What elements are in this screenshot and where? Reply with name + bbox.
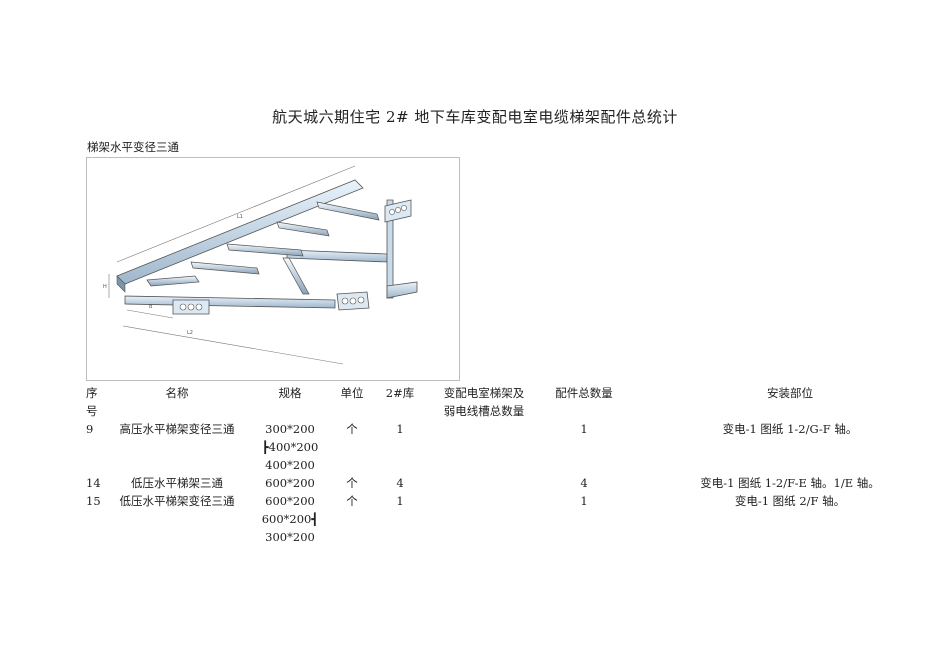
header-spec: 规格 bbox=[278, 386, 302, 400]
dim-label-b: B bbox=[149, 304, 153, 310]
cell-sub bbox=[430, 492, 538, 546]
accessories-table: 序号 名称 规格 单位 2#库 变配电室梯架及弱电线槽总数量 配件总数量 安装部… bbox=[82, 384, 950, 546]
end-plate-right bbox=[336, 291, 370, 311]
dim-label-h: H bbox=[103, 284, 107, 290]
cell-lib: 1 bbox=[396, 494, 404, 508]
dim-label-l1: L1 bbox=[237, 214, 243, 220]
cell-total: 4 bbox=[580, 476, 588, 490]
cell-no: 15 bbox=[86, 494, 101, 508]
header-sub: 变配电室梯架及弱电线槽总数量 bbox=[443, 386, 525, 418]
cell-location: 变电-1 图纸 1-2/F-E 轴。1/E 轴。 bbox=[700, 476, 880, 490]
section-title: 梯架水平变径三通 bbox=[87, 140, 179, 154]
cell-name: 高压水平梯架变径三通 bbox=[119, 422, 235, 436]
header-unit: 单位 bbox=[340, 386, 364, 400]
cell-total: 1 bbox=[580, 494, 588, 508]
table-row: 14 低压水平梯架三通 600*200 个 4 4 变电-1 图纸 1-2/F-… bbox=[82, 474, 950, 492]
header-name: 名称 bbox=[165, 386, 189, 400]
dim-label-l2: L2 bbox=[187, 330, 193, 336]
cell-spec: 600*200 bbox=[265, 476, 315, 490]
header-total: 配件总数量 bbox=[555, 386, 613, 400]
header-no: 序号 bbox=[86, 386, 98, 418]
end-plate-top bbox=[384, 199, 412, 223]
cable-tray-tee-illustration: L1 L2 B H bbox=[86, 157, 460, 381]
cell-sub bbox=[430, 420, 538, 474]
document-title: 航天城六期住宅 2# 地下车库变配电室电缆梯架配件总统计 bbox=[272, 108, 678, 126]
end-plate-left bbox=[172, 299, 210, 315]
header-location: 安装部位 bbox=[767, 386, 813, 400]
table-header-row: 序号 名称 规格 单位 2#库 变配电室梯架及弱电线槽总数量 配件总数量 安装部… bbox=[82, 384, 950, 420]
header-lib: 2#库 bbox=[385, 386, 415, 400]
cell-unit: 个 bbox=[346, 422, 358, 436]
cell-no: 9 bbox=[86, 422, 94, 436]
cell-location: 变电-1 图纸 1-2/G-F 轴。 bbox=[722, 422, 858, 436]
cell-lib: 1 bbox=[396, 422, 404, 436]
cell-name: 低压水平梯架三通 bbox=[131, 476, 223, 490]
cell-no: 14 bbox=[86, 476, 101, 490]
cell-lib: 4 bbox=[396, 476, 404, 490]
cell-total: 1 bbox=[580, 422, 588, 436]
cell-location: 变电-1 图纸 2/F 轴。 bbox=[734, 494, 846, 508]
cell-name: 低压水平梯架变径三通 bbox=[119, 494, 235, 508]
cell-unit: 个 bbox=[346, 476, 358, 490]
cell-unit: 个 bbox=[346, 494, 358, 508]
cell-sub bbox=[430, 474, 538, 492]
